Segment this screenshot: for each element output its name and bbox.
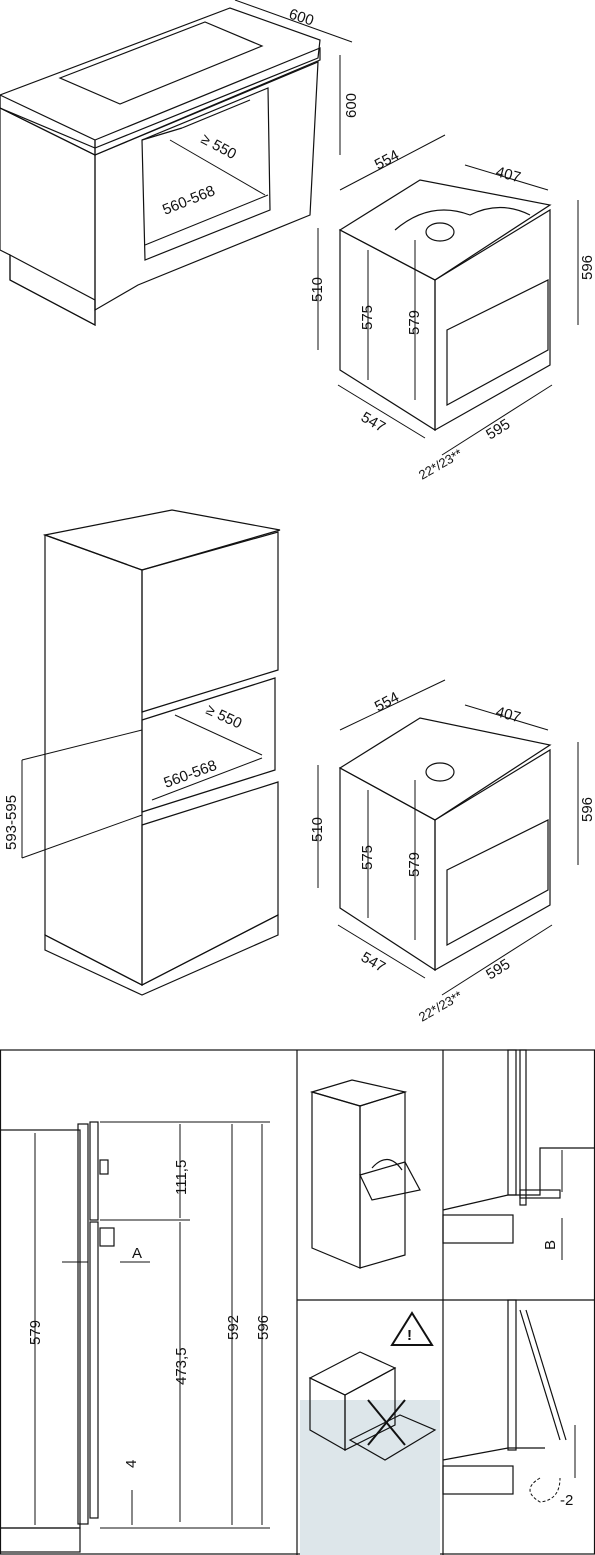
minus2-label: -2 <box>560 1492 573 1509</box>
oven-top <box>338 179 552 281</box>
cabinet-top <box>42 509 281 571</box>
floor-board <box>442 1214 514 1244</box>
oven-window <box>446 819 549 947</box>
rotation-arrow-icon <box>529 1477 561 1503</box>
oven-width-label: 595 <box>483 956 513 984</box>
oven-side-height-label: 510 <box>309 277 326 302</box>
niche-depth-label: ≥ 550 <box>198 131 239 164</box>
section-2-oven: 554 407 596 510 575 579 547 595 22*/23** <box>309 679 595 1025</box>
door-swing-panel <box>309 1079 421 1269</box>
cabinet-front <box>94 61 319 312</box>
oven-side-height-label: 510 <box>309 817 326 842</box>
bottom-gap-label: 4 <box>123 1460 140 1468</box>
oven-depth-label: 554 <box>372 147 402 174</box>
niche-opening <box>141 87 271 261</box>
niche-height-label: 593-595 <box>3 795 20 850</box>
hob <box>58 21 264 105</box>
warning-panel: ! <box>300 1311 440 1555</box>
total-height-label: 596 <box>255 1315 272 1340</box>
detail-b-panel: B <box>442 1049 595 1260</box>
oven-top-depth-label: 407 <box>494 703 523 726</box>
detail-minus2-panel: -2 <box>442 1299 576 1509</box>
oven-top-depth-label: 407 <box>494 163 523 186</box>
warning-icon <box>390 1311 434 1346</box>
oven-depth-label: 554 <box>372 689 402 716</box>
section-2-tall-cabinet: ≥ 550 560-568 593-595 <box>3 509 281 996</box>
gap-a-label: A <box>132 1245 142 1262</box>
gap-b-label: B <box>542 1240 559 1250</box>
oven-front-height-label: 579 <box>406 852 423 877</box>
oven-width-label: 595 <box>483 416 513 444</box>
floor-board <box>442 1465 514 1495</box>
knob-icon <box>99 1159 109 1175</box>
rotation-arrow-icon <box>371 1158 403 1171</box>
section-3-details: 579 111,5 473,5 592 596 4 A ! <box>0 1049 595 1555</box>
oven-body-height-label: 575 <box>359 305 376 330</box>
cabinet-depth-label: 600 <box>287 6 316 30</box>
niche-depth-label: ≥ 550 <box>203 701 244 732</box>
door <box>89 1221 99 1519</box>
open-door <box>359 1161 421 1201</box>
niche-width-label: 560-568 <box>160 182 217 218</box>
niche-opening <box>141 677 276 813</box>
oven-height-total-label: 596 <box>579 255 595 280</box>
open-door <box>348 1414 437 1461</box>
front-thickness-label: 22*/23** <box>416 446 465 483</box>
cabinet-height-label: 600 <box>343 93 360 118</box>
control-panel <box>89 1121 99 1221</box>
door-height-label: 592 <box>225 1315 242 1340</box>
cabinet-side <box>44 534 143 986</box>
middle-gap-label: 473,5 <box>173 1347 190 1385</box>
oven-window <box>446 279 549 407</box>
oven-front-height-label: 579 <box>406 310 423 335</box>
fan-icon <box>425 762 455 782</box>
oven-front <box>434 208 551 432</box>
niche-width-label: 560-568 <box>162 757 220 792</box>
side-profile-panel: 579 111,5 473,5 592 596 4 A <box>0 1121 272 1553</box>
oven-front <box>434 748 551 972</box>
svg-text:!: ! <box>407 1327 412 1344</box>
countertop <box>0 7 321 149</box>
handle-icon <box>99 1227 115 1247</box>
oven-body-height-label: 575 <box>359 845 376 870</box>
upper-door <box>141 531 279 713</box>
body-height-label: 579 <box>27 1320 44 1345</box>
oven-height-total-label: 596 <box>579 797 595 822</box>
fan-icon <box>425 222 455 242</box>
front-thickness-label: 22*/23** <box>416 988 465 1025</box>
floor-board <box>0 1527 81 1553</box>
lower-door <box>141 781 279 986</box>
section-1-oven: 554 407 596 510 575 579 547 595 22*/23** <box>309 134 595 483</box>
top-gap-label: 111,5 <box>173 1160 190 1195</box>
section-1-base-cabinet: ≥ 550 560-568 600 600 <box>0 0 360 326</box>
